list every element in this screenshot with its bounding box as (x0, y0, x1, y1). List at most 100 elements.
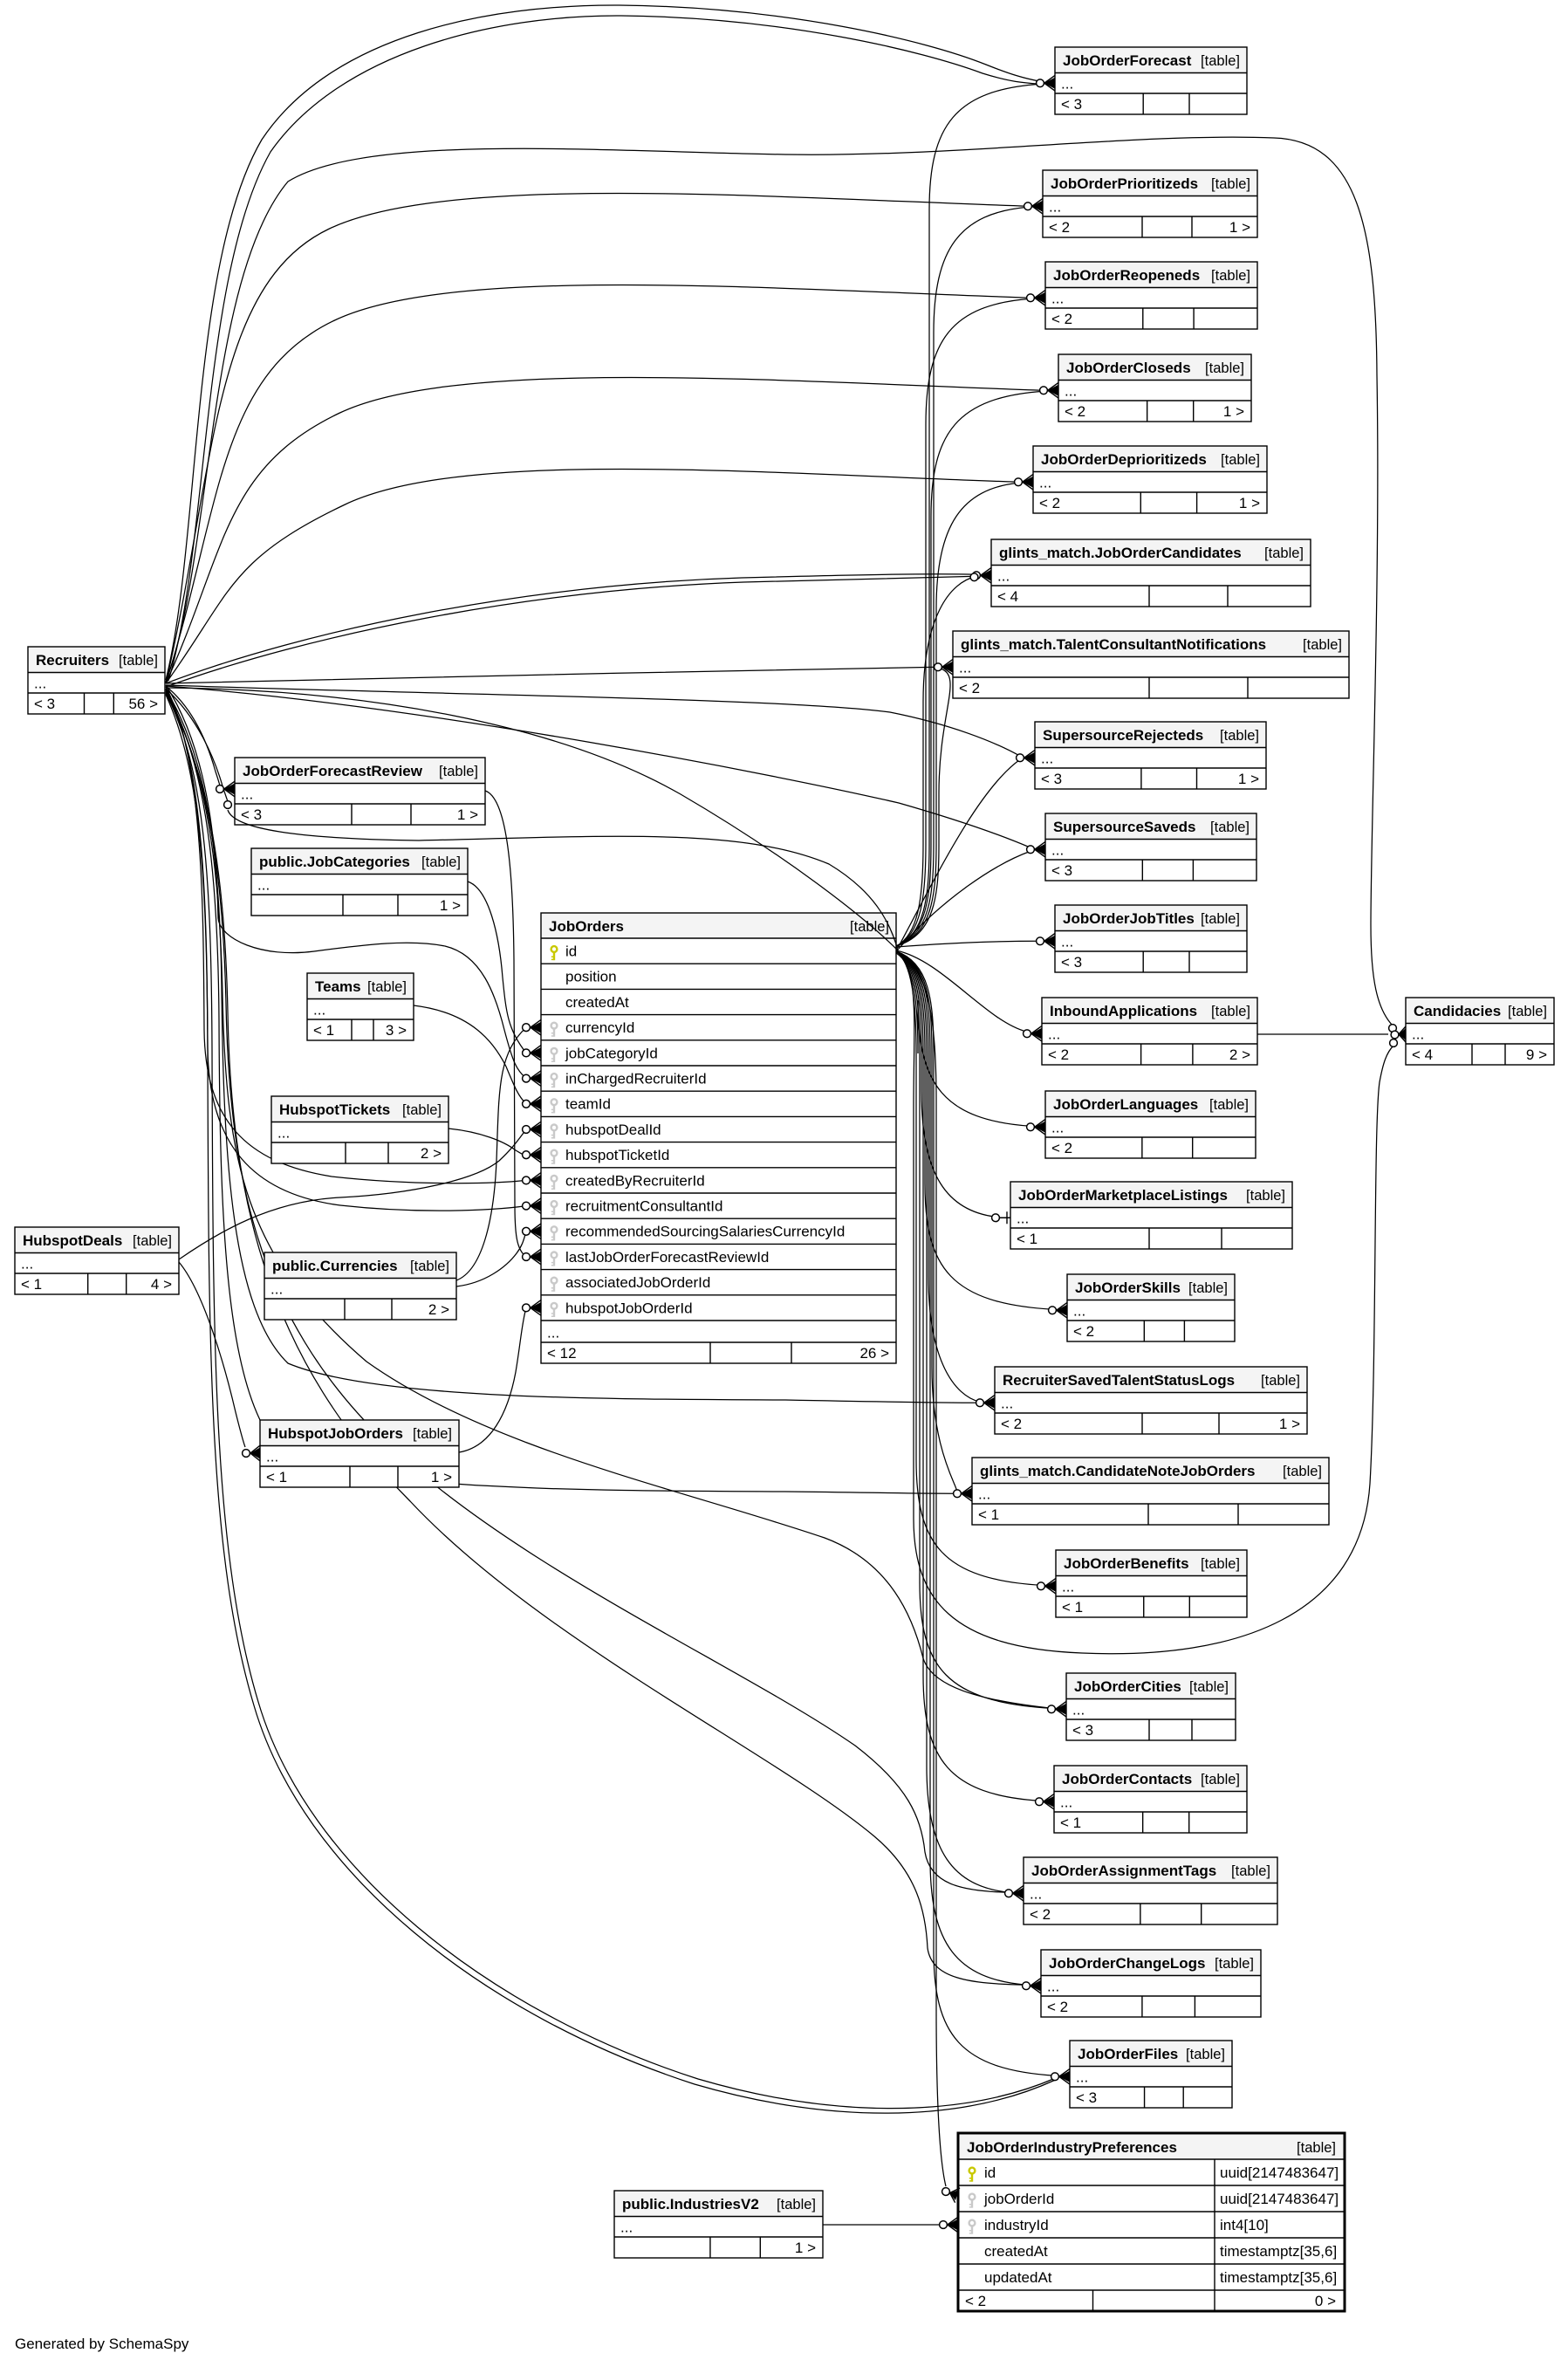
svg-text:inChargedRecruiterId: inChargedRecruiterId (565, 1071, 707, 1087)
svg-text:id: id (984, 2164, 996, 2181)
svg-text:< 2: < 2 (959, 680, 980, 696)
svg-text:1 >: 1 > (1239, 495, 1260, 511)
svg-text:...: ... (1072, 1702, 1085, 1719)
svg-text:[table]: [table] (1261, 1373, 1300, 1389)
svg-text:< 1: < 1 (1060, 1815, 1081, 1831)
svg-text:...: ... (266, 1449, 278, 1465)
svg-text:uuid[2147483647]: uuid[2147483647] (1220, 2164, 1339, 2181)
svg-text:< 2: < 2 (1047, 1999, 1068, 2015)
svg-text:...: ... (270, 1281, 283, 1298)
svg-text:glints_match.CandidateNoteJobO: glints_match.CandidateNoteJobOrders (980, 1463, 1256, 1479)
svg-text:JobOrderCloseds: JobOrderCloseds (1066, 360, 1191, 376)
svg-text:...: ... (1047, 1979, 1059, 1995)
svg-text:[table]: [table] (1264, 545, 1304, 561)
svg-text:[table]: [table] (1246, 1188, 1285, 1204)
svg-text:glints_match.JobOrderCandidate: glints_match.JobOrderCandidates (999, 545, 1242, 561)
svg-text:[table]: [table] (1201, 1772, 1240, 1787)
svg-text:industryId: industryId (984, 2217, 1049, 2233)
svg-text:< 2: < 2 (965, 2293, 986, 2309)
svg-text:[table]: [table] (1508, 1004, 1547, 1019)
svg-text:[table]: [table] (1283, 1464, 1322, 1479)
svg-text:jobOrderId: jobOrderId (983, 2191, 1054, 2207)
svg-text:9 >: 9 > (1526, 1046, 1547, 1063)
svg-text:JobOrderBenefits: JobOrderBenefits (1064, 1555, 1189, 1572)
svg-text:timestamptz[35,6]: timestamptz[35,6] (1220, 2269, 1337, 2286)
svg-text:createdAt: createdAt (984, 2243, 1048, 2260)
svg-text:[table]: [table] (119, 653, 158, 669)
svg-text:jobCategoryId: jobCategoryId (565, 1045, 658, 1061)
svg-text:...: ... (1001, 1396, 1013, 1412)
svg-text:HubspotTickets: HubspotTickets (279, 1101, 390, 1118)
svg-text:JobOrderDeprioritizeds: JobOrderDeprioritizeds (1041, 451, 1207, 468)
svg-text:...: ... (978, 1486, 990, 1503)
svg-text:0 >: 0 > (1315, 2293, 1336, 2309)
svg-text:...: ... (1062, 1579, 1074, 1595)
svg-text:lastJobOrderForecastReviewId: lastJobOrderForecastReviewId (565, 1249, 769, 1266)
svg-text:hubspotDealId: hubspotDealId (565, 1122, 661, 1138)
svg-text:timestamptz[35,6]: timestamptz[35,6] (1220, 2243, 1337, 2260)
svg-text:4 >: 4 > (151, 1276, 172, 1293)
svg-text:...: ... (1048, 1026, 1060, 1043)
svg-text:[table]: [table] (439, 764, 478, 779)
svg-text:...: ... (959, 660, 971, 676)
svg-text:< 3: < 3 (1072, 1722, 1093, 1739)
svg-text:...: ... (1065, 383, 1077, 400)
svg-text:[table]: [table] (367, 979, 407, 995)
svg-text:hubspotJobOrderId: hubspotJobOrderId (565, 1300, 693, 1316)
svg-text:HubspotDeals: HubspotDeals (23, 1232, 122, 1249)
svg-text:JobOrderSkills: JobOrderSkills (1075, 1279, 1181, 1296)
svg-text:...: ... (1061, 934, 1073, 950)
svg-text:[table]: [table] (777, 2197, 816, 2212)
svg-text:...: ... (1039, 475, 1051, 491)
svg-text:currencyId: currencyId (565, 1019, 634, 1036)
svg-text:[table]: [table] (1205, 360, 1244, 376)
svg-text:< 3: < 3 (1076, 2089, 1097, 2106)
svg-text:...: ... (1030, 1886, 1042, 1903)
svg-text:...: ... (1412, 1026, 1424, 1043)
svg-text:public.JobCategories: public.JobCategories (259, 854, 410, 870)
svg-text:JobOrderMarketplaceListings: JobOrderMarketplaceListings (1018, 1187, 1228, 1204)
svg-text:...: ... (1051, 291, 1064, 307)
svg-text:JobOrders: JobOrders (549, 918, 624, 935)
svg-text:teamId: teamId (565, 1096, 611, 1113)
svg-text:JobOrderChangeLogs: JobOrderChangeLogs (1049, 1955, 1205, 1972)
svg-text:[table]: [table] (1303, 637, 1342, 653)
svg-text:Teams: Teams (315, 978, 361, 995)
svg-text:< 3: < 3 (1041, 771, 1062, 787)
svg-text:2 >: 2 > (428, 1301, 449, 1318)
svg-text:[table]: [table] (850, 919, 889, 935)
svg-text:SupersourceRejecteds: SupersourceRejecteds (1043, 727, 1203, 744)
svg-text:< 2: < 2 (1051, 1140, 1072, 1156)
svg-text:< 2: < 2 (1001, 1416, 1022, 1432)
svg-text:26 >: 26 > (859, 1345, 889, 1362)
svg-text:...: ... (1051, 1120, 1064, 1136)
svg-text:[table]: [table] (1188, 1280, 1228, 1296)
svg-text:< 1: < 1 (266, 1469, 287, 1485)
svg-text:SupersourceSaveds: SupersourceSaveds (1053, 819, 1195, 835)
svg-text:[table]: [table] (421, 854, 461, 870)
svg-text:RecruiterSavedTalentStatusLogs: RecruiterSavedTalentStatusLogs (1003, 1372, 1235, 1389)
svg-text:...: ... (34, 676, 46, 692)
svg-text:2 >: 2 > (1229, 1046, 1250, 1063)
svg-text:...: ... (1060, 1794, 1072, 1811)
svg-text:associatedJobOrderId: associatedJobOrderId (565, 1274, 710, 1291)
svg-text:< 2: < 2 (1039, 495, 1060, 511)
svg-text:position: position (565, 969, 617, 985)
svg-text:< 3: < 3 (34, 696, 55, 712)
svg-text:< 3: < 3 (1061, 954, 1082, 971)
svg-text:< 1: < 1 (1062, 1599, 1083, 1616)
svg-text:JobOrderIndustryPreferences: JobOrderIndustryPreferences (967, 2139, 1177, 2156)
svg-text:< 1: < 1 (978, 1506, 999, 1523)
svg-text:[table]: [table] (410, 1259, 449, 1274)
svg-text:glints_match.TalentConsultantN: glints_match.TalentConsultantNotificatio… (961, 636, 1266, 653)
svg-text:[table]: [table] (1215, 1956, 1254, 1972)
svg-text:uuid[2147483647]: uuid[2147483647] (1220, 2191, 1339, 2207)
svg-text:HubspotJobOrders: HubspotJobOrders (268, 1425, 403, 1442)
svg-text:< 4: < 4 (997, 588, 1018, 605)
svg-text:JobOrderPrioritizeds: JobOrderPrioritizeds (1051, 175, 1198, 192)
svg-text:JobOrderReopeneds: JobOrderReopeneds (1053, 267, 1200, 284)
svg-text:createdAt: createdAt (565, 994, 629, 1011)
svg-text:[table]: [table] (1211, 268, 1250, 284)
svg-text:id: id (565, 943, 577, 960)
svg-text:...: ... (1061, 76, 1073, 93)
